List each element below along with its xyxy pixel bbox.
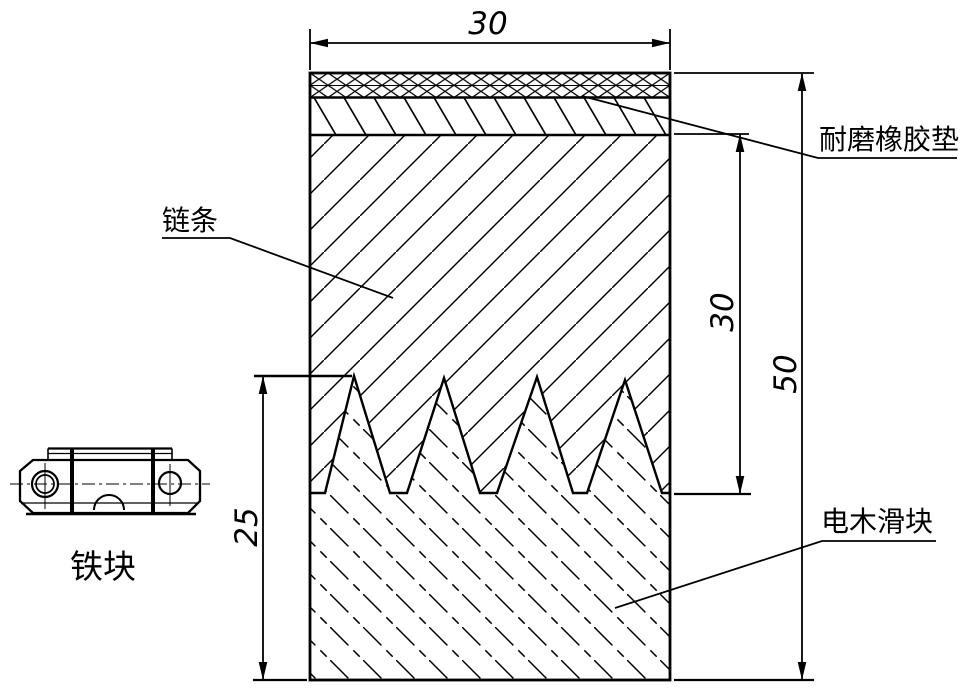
arrow-left xyxy=(310,38,328,48)
slider-leader-line xyxy=(614,540,936,609)
iron-block-view: 铁块 xyxy=(10,447,210,585)
arrow-down xyxy=(735,476,745,494)
dimension-chain-height: 30 xyxy=(674,133,751,496)
left-hole-outer xyxy=(30,469,60,499)
dim-top-width-value: 30 xyxy=(468,6,507,42)
rubber-pad-label-text: 耐磨橡胶垫 xyxy=(819,124,959,155)
dim-chain-height-value: 30 xyxy=(705,292,741,331)
dimension-slider-height: 25 xyxy=(229,374,352,682)
slider-label-text: 电木滑块 xyxy=(821,506,933,537)
arrow-right xyxy=(652,38,670,48)
label-rubber-pad: 耐磨橡胶垫 xyxy=(581,95,959,159)
arrow-up xyxy=(797,73,807,91)
chain-leader-line xyxy=(162,237,394,299)
dim-total-height-value: 50 xyxy=(768,354,804,393)
label-slider: 电木滑块 xyxy=(614,506,936,609)
pad-backing-strip xyxy=(310,97,670,135)
iron-block-outline xyxy=(18,458,202,515)
arrow-down xyxy=(797,662,807,680)
arrow-up xyxy=(258,376,268,394)
arrow-down xyxy=(258,662,268,680)
teeth-interface-line xyxy=(310,371,670,495)
chain-section xyxy=(310,135,670,493)
dim-slider-height-value: 25 xyxy=(229,507,265,546)
iron-block-label-text: 铁块 xyxy=(70,548,136,585)
main-section-view xyxy=(308,71,672,682)
bottom-notch-arc xyxy=(93,494,125,511)
dimension-top-width: 30 xyxy=(309,6,671,70)
slider-section xyxy=(310,376,670,680)
dimension-total-height: 50 xyxy=(674,72,814,682)
rubber-pad-leader-line xyxy=(581,95,957,159)
chain-label-text: 链条 xyxy=(162,205,218,236)
arrow-up xyxy=(735,134,745,152)
left-hole-inner xyxy=(35,474,55,494)
right-hole xyxy=(157,470,183,496)
label-chain: 链条 xyxy=(162,205,394,299)
